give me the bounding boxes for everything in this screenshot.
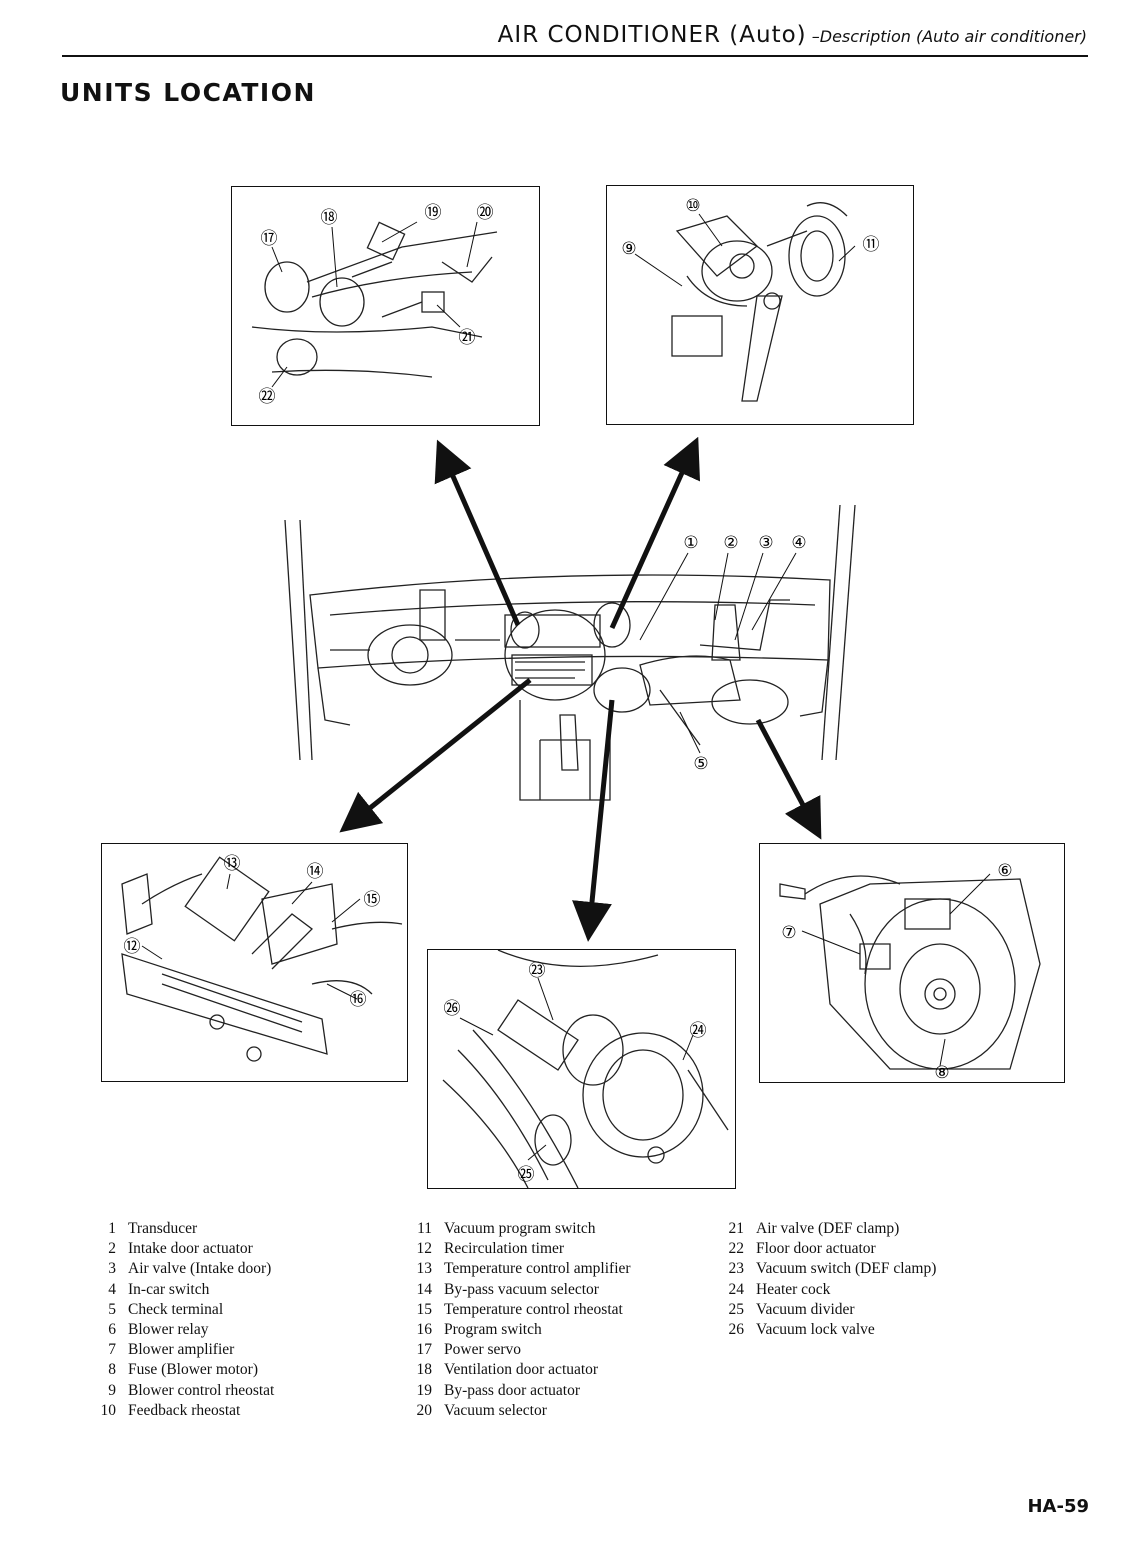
callout-17: ⑰ xyxy=(261,229,278,249)
callout-9: ⑨ xyxy=(621,239,636,259)
page-number: HA-59 xyxy=(1027,1496,1089,1517)
callout-21: ㉑ xyxy=(459,328,476,348)
callout-13: ⑬ xyxy=(224,854,241,874)
callout-16: ⑯ xyxy=(350,990,367,1010)
callout-23: ㉓ xyxy=(529,961,546,981)
callout-18: ⑱ xyxy=(321,208,338,228)
header-rule xyxy=(62,55,1088,57)
callout-4: ④ xyxy=(791,533,806,553)
callout-25: ㉕ xyxy=(518,1165,535,1185)
callout-3: ③ xyxy=(758,533,773,553)
page-title: UNITS LOCATION xyxy=(60,78,316,107)
panel-bottom-center: ㉓ ㉔ ㉕ ㉖ xyxy=(427,949,736,1189)
section-subtitle: –Description (Auto air conditioner) xyxy=(811,27,1087,46)
callout-12: ⑫ xyxy=(124,937,141,957)
page-header: AIR CONDITIONER (Auto) –Description (Aut… xyxy=(498,22,1087,48)
panel-top-left: ⑰ ⑱ ⑲ ⑳ ㉑ ㉒ xyxy=(231,186,540,426)
callout-8: ⑧ xyxy=(934,1063,949,1082)
callout-22: ㉒ xyxy=(259,387,276,407)
callout-10: ⑩ xyxy=(685,196,700,216)
callout-5: ⑤ xyxy=(693,754,708,774)
callout-7: ⑦ xyxy=(781,923,796,943)
panel-bottom-left: ⑬ ⑭ ⑮ ⑯ ⑫ xyxy=(101,843,408,1082)
panel-top-right: ⑨ ⑩ ⑪ xyxy=(606,185,914,425)
callout-14: ⑭ xyxy=(307,862,324,882)
section-title: AIR CONDITIONER (Auto) xyxy=(497,22,807,48)
callout-24: ㉔ xyxy=(690,1021,707,1041)
callout-11: ⑪ xyxy=(863,235,880,255)
callout-6: ⑥ xyxy=(997,861,1012,881)
callout-20: ⑳ xyxy=(477,203,494,223)
callout-15: ⑮ xyxy=(364,890,381,910)
callout-2: ② xyxy=(723,533,738,553)
panel-bottom-right: ⑥ ⑦ ⑧ xyxy=(759,843,1065,1083)
callout-26: ㉖ xyxy=(444,999,461,1019)
callout-19: ⑲ xyxy=(425,203,442,223)
callout-1: ① xyxy=(683,533,698,553)
